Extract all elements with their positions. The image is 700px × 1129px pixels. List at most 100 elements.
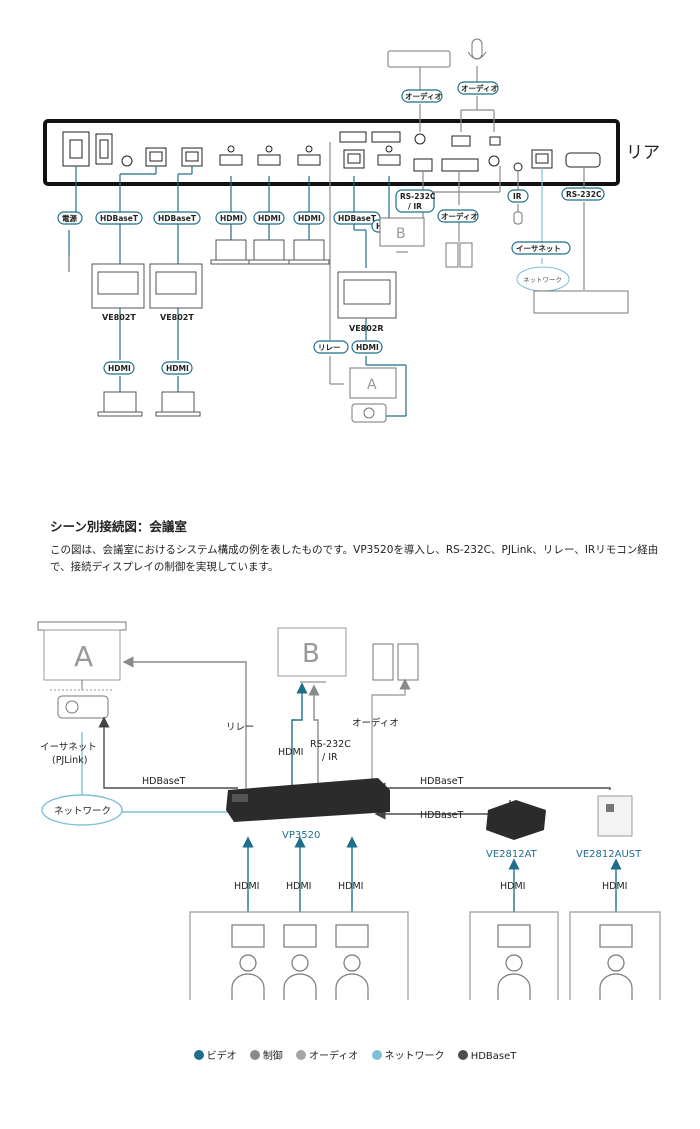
pill-ir: IR bbox=[507, 189, 529, 203]
screen-b-letter: B bbox=[302, 639, 320, 669]
svg-text:HDMI: HDMI bbox=[356, 343, 379, 352]
control-terminal-icon bbox=[371, 131, 401, 143]
projection-screen-a-icon bbox=[37, 621, 127, 690]
laptop-icon bbox=[155, 391, 201, 417]
audio-in-jack-icon bbox=[414, 133, 426, 145]
power-switch-icon bbox=[95, 133, 113, 165]
ve2812at-device-icon bbox=[486, 800, 546, 840]
hdmi-in-label: HDMI bbox=[500, 881, 525, 892]
speakers-icon bbox=[372, 643, 419, 681]
legend-network-dot bbox=[371, 1050, 382, 1060]
relay-label: リレー bbox=[226, 722, 255, 733]
legend-control: 制御 bbox=[262, 1051, 283, 1062]
rear-label: リア bbox=[626, 143, 660, 163]
pill-hdbaset-2: HDBaseT bbox=[153, 211, 201, 225]
svg-text:HDBaseT: HDBaseT bbox=[158, 214, 197, 223]
legend-audio: オーディオ bbox=[309, 1051, 359, 1062]
pill-hdmi-2: HDMI bbox=[253, 211, 285, 225]
ve802t-box-icon bbox=[91, 263, 145, 309]
svg-text:オーディオ: オーディオ bbox=[405, 91, 442, 101]
person-laptop-icon bbox=[231, 924, 633, 1000]
hdmi-in-label: HDMI bbox=[234, 881, 259, 892]
hdmi-port-icon bbox=[219, 145, 243, 166]
hdbaset-port-icon bbox=[181, 147, 203, 167]
power-inlet-icon bbox=[62, 131, 90, 167]
projector-icon bbox=[351, 403, 387, 423]
pill-audio-out: オーディオ bbox=[401, 89, 443, 103]
pill-audio-in-2: オーディオ bbox=[437, 209, 479, 223]
pill-audio-in-1: オーディオ bbox=[457, 81, 499, 95]
control-device-icon bbox=[533, 290, 629, 314]
laptop-icon bbox=[248, 239, 290, 265]
ethernet-pjlink-label-2: (PJLink) bbox=[52, 755, 87, 766]
network-label: ネットワーク bbox=[54, 806, 111, 817]
legend-video: ビデオ bbox=[206, 1051, 237, 1062]
ethernet-pjlink-label: イーサネット bbox=[40, 742, 97, 753]
hdmi-label: HDMI bbox=[278, 747, 303, 758]
ve2812at-label: VE2812AT bbox=[486, 849, 538, 860]
projector-icon bbox=[50, 689, 114, 719]
legend-control-dot bbox=[249, 1050, 260, 1060]
pill-rs232c-ir: RS-232C/ IR bbox=[395, 189, 436, 213]
top-connection-lines bbox=[68, 166, 407, 417]
hdbaset-out-port-icon bbox=[343, 149, 365, 169]
svg-text:イーサネット: イーサネット bbox=[516, 244, 561, 253]
laptop-icon bbox=[97, 391, 143, 417]
pill-hdmi-3: HDMI bbox=[293, 211, 325, 225]
laptop-icon bbox=[210, 239, 252, 265]
meeting-table-icon bbox=[189, 911, 661, 1000]
audio-terminal-small-icon bbox=[451, 135, 471, 147]
pill-hdmi-tx-2: HDMI bbox=[161, 361, 193, 375]
svg-text:RS-232C: RS-232C bbox=[400, 192, 436, 201]
rs232-terminal-icon bbox=[413, 158, 433, 172]
rs232c-label: RS-232C bbox=[310, 739, 351, 750]
screen-a-letter: A bbox=[367, 377, 377, 393]
hdmi-port-icon bbox=[257, 145, 281, 166]
svg-text:/ IR: / IR bbox=[408, 202, 422, 211]
svg-text:オーディオ: オーディオ bbox=[441, 211, 478, 221]
svg-text:HDMI: HDMI bbox=[258, 214, 281, 223]
display-b-icon bbox=[277, 627, 347, 683]
pill-ethernet: イーサネット bbox=[511, 241, 571, 255]
rs232-port-icon bbox=[565, 152, 601, 168]
ir-emitter-icon bbox=[513, 211, 523, 225]
pill-relay: リレー bbox=[313, 340, 349, 354]
svg-text:HDMI: HDMI bbox=[220, 214, 243, 223]
hdbaset-label: HDBaseT bbox=[142, 776, 186, 787]
svg-text:HDMI: HDMI bbox=[166, 364, 189, 373]
svg-text:オーディオ: オーディオ bbox=[461, 83, 498, 93]
pill-hdmi-tx-1: HDMI bbox=[103, 361, 135, 375]
svg-text:電源: 電源 bbox=[62, 213, 77, 223]
audio-player-icon bbox=[387, 50, 451, 68]
pill-hdbaset-1: HDBaseT bbox=[95, 211, 143, 225]
svg-text:IR: IR bbox=[513, 192, 522, 201]
hdbaset-label: HDBaseT bbox=[420, 810, 464, 821]
ve802r-box-icon bbox=[337, 271, 397, 319]
laptop-icon bbox=[288, 239, 330, 265]
pill-power: 電源 bbox=[57, 211, 83, 225]
svg-text:HDMI: HDMI bbox=[298, 214, 321, 223]
screen-a-letter: A bbox=[74, 640, 93, 673]
projection-screen-a-icon bbox=[349, 367, 397, 399]
pill-rs232c: RS-232C bbox=[561, 187, 605, 201]
legend-hdbaset: HDBaseT bbox=[470, 1051, 517, 1062]
svg-text:HDMI: HDMI bbox=[108, 364, 131, 373]
ve802t-label: VE802T bbox=[102, 313, 136, 322]
display-b-icon bbox=[379, 217, 425, 253]
top-control-lines bbox=[329, 66, 585, 385]
svg-text:RS-232C: RS-232C bbox=[566, 190, 602, 199]
section-description: この図は、会議室におけるシステム構成の例を表したものです。VP3520を導入し、… bbox=[50, 544, 659, 573]
svg-text:HDBaseT: HDBaseT bbox=[338, 214, 377, 223]
ve802t-label: VE802T bbox=[160, 313, 194, 322]
legend-hdbaset-dot bbox=[457, 1050, 468, 1060]
output-lines bbox=[81, 656, 611, 820]
section-heading: シーン別接続図：会議室 bbox=[50, 519, 187, 534]
ground-screw-icon bbox=[121, 155, 133, 167]
pill-hdmi-proj: HDMI bbox=[351, 340, 383, 354]
ve802r-label: VE802R bbox=[349, 324, 384, 333]
input-lines bbox=[242, 836, 622, 912]
hdmi-in-label: HDMI bbox=[602, 881, 627, 892]
vp3520-device-icon bbox=[226, 778, 390, 822]
hdbaset-port-icon bbox=[145, 147, 167, 167]
